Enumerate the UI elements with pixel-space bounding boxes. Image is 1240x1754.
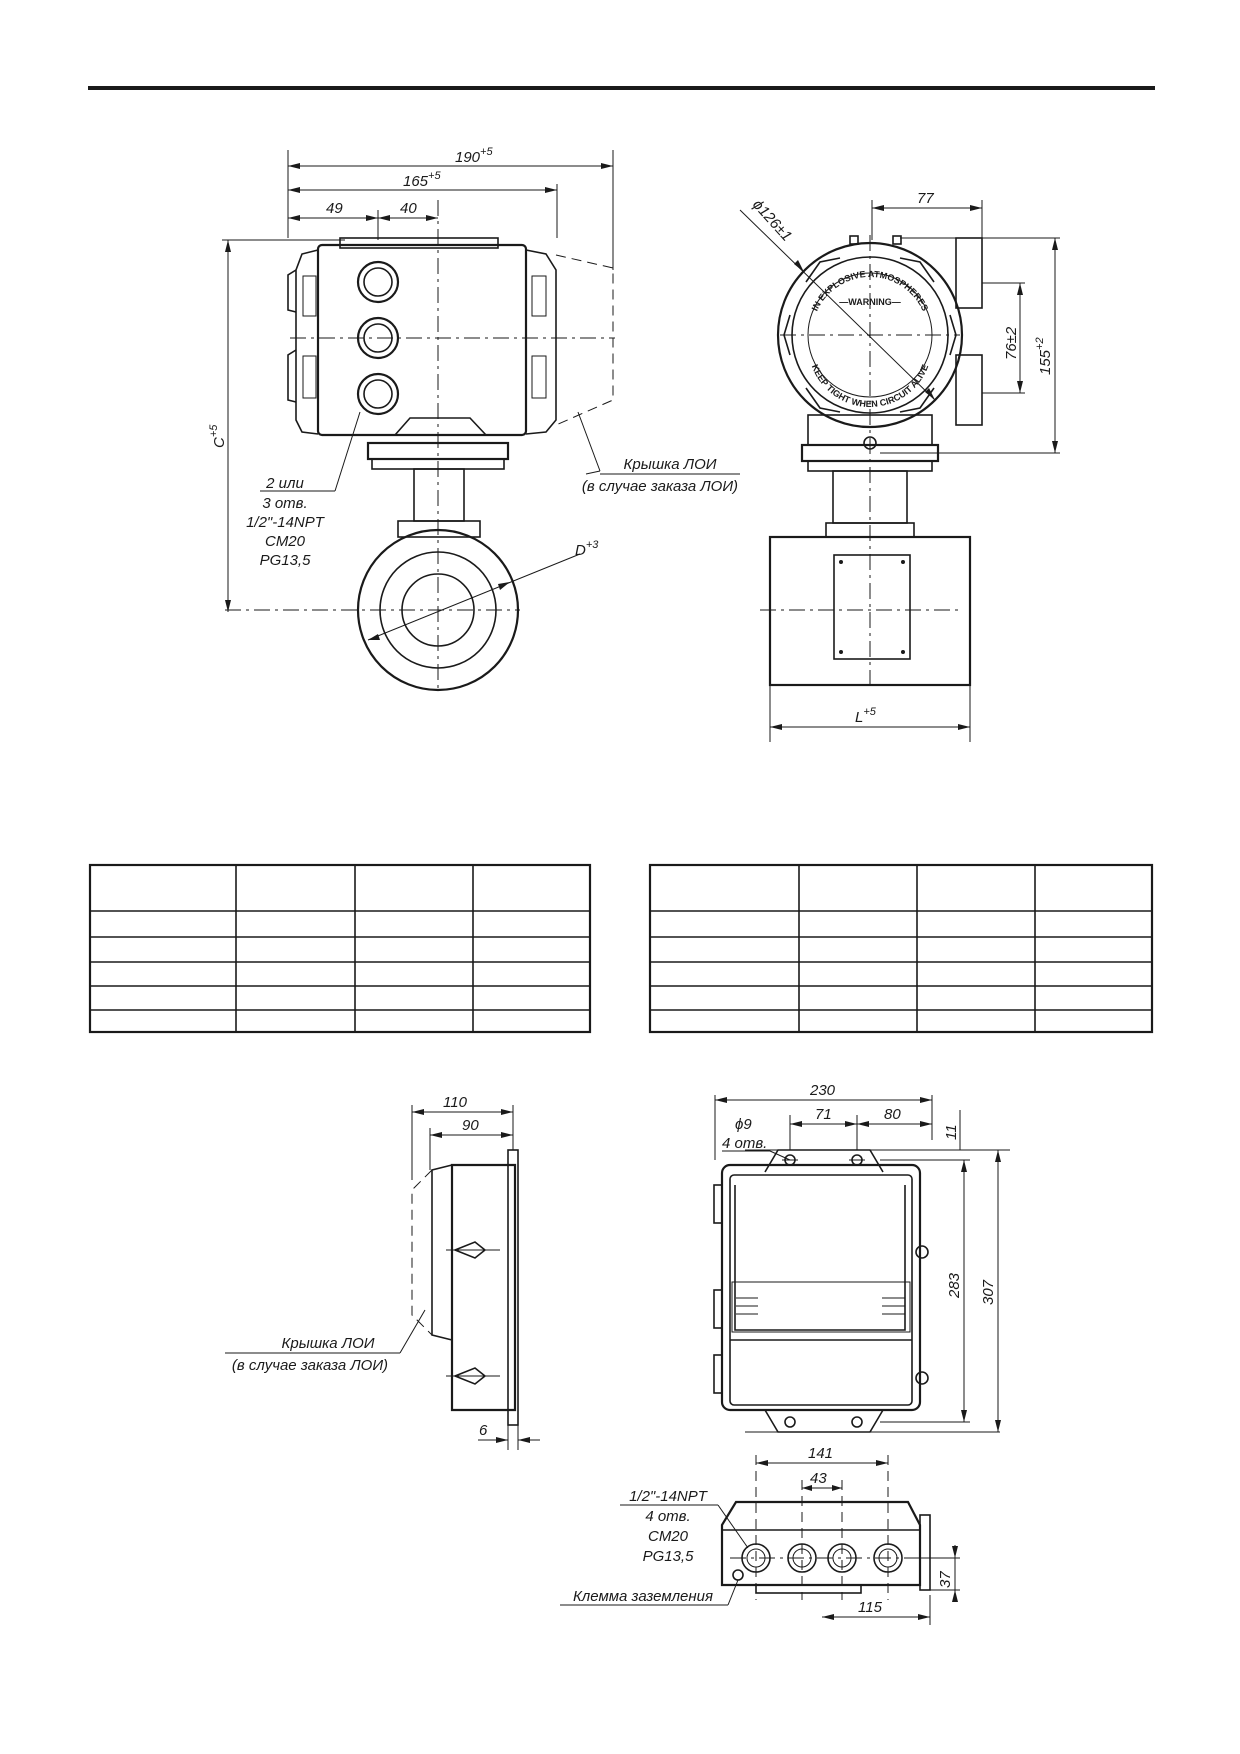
remote-bottom-view: 141 43 37 115 xyxy=(560,1445,960,1625)
remote-loi-callout-line-2: (в случае заказа ЛОИ) xyxy=(232,1357,388,1374)
dim-base: 115 xyxy=(858,1599,883,1616)
bottom-conduit-line-4: PG13,5 xyxy=(643,1548,695,1565)
conduit-callout-line-1: 2 или xyxy=(265,475,304,492)
conduit-callout-line-3: 1/2"-14NPT xyxy=(246,514,326,531)
dim-depth: 110 xyxy=(443,1094,468,1111)
dim-height: 37 xyxy=(937,1571,954,1588)
transmitter-side-view: 77 IN EXPLOSIVE ATMOSPHERES —WARNING— KE… xyxy=(739,190,1060,742)
dim-pipe-d: D+3 xyxy=(575,539,599,559)
dim-hole-spacing-b: 80 xyxy=(884,1106,901,1123)
dim-outer-spacing: 141 xyxy=(808,1445,833,1462)
dim-width: 230 xyxy=(809,1082,836,1099)
dim-inner-spacing: 43 xyxy=(810,1470,827,1487)
dim-flange: 6 xyxy=(479,1422,488,1439)
dim-left-offset: 49 xyxy=(326,200,343,217)
dim-hole-spacing-a: 71 xyxy=(815,1106,832,1123)
dim-length-l: L+5 xyxy=(855,706,877,726)
dim-hole-dia: ϕ9 xyxy=(735,1116,752,1133)
table-left xyxy=(88,863,592,1034)
dim-overall-width: 190+5 xyxy=(455,146,493,166)
bottom-conduit-line-1: 1/2"-14NPT xyxy=(629,1488,709,1505)
bottom-conduit-line-3: CM20 xyxy=(648,1528,689,1545)
remote-front-view: 230 71 80 ϕ9 4 отв. 11 xyxy=(713,1082,1010,1433)
dim-conduit-spacing: 76±2 xyxy=(1003,326,1020,360)
bottom-conduit-line-2: 4 отв. xyxy=(645,1508,690,1525)
dim-body-width: 165+5 xyxy=(403,170,441,190)
dim-body-depth: 90 xyxy=(462,1117,479,1134)
ground-terminal-label: Клемма заземления xyxy=(573,1588,713,1605)
transmitter-front-view: 190+5 165+5 49 40 xyxy=(208,146,740,692)
dim-total-height: 155+2 xyxy=(1034,337,1054,375)
loi-callout-line-2: (в случае заказа ЛОИ) xyxy=(582,478,738,495)
dim-mount-height: 283 xyxy=(946,1272,963,1299)
loi-callout-line-1: Крышка ЛОИ xyxy=(624,456,717,473)
conduit-callout-line-2: 3 отв. xyxy=(262,495,307,512)
remote-loi-callout-line-1: Крышка ЛОИ xyxy=(282,1335,375,1352)
dim-height-c: C+5 xyxy=(208,424,228,448)
dim-top-offset: 77 xyxy=(917,190,934,207)
table-right xyxy=(648,863,1154,1034)
dim-hole-count: 4 отв. xyxy=(722,1135,767,1152)
conduit-callout-line-4: CM20 xyxy=(265,533,306,550)
dim-cover-dia: ϕ126±1 xyxy=(749,196,795,244)
dim-top: 11 xyxy=(943,1124,960,1140)
conduit-callout-line-5: PG13,5 xyxy=(260,552,312,569)
remote-side-view: 110 90 6 Крышка ЛОИ (в случае заказа ЛОИ… xyxy=(225,1094,540,1450)
dim-hole-offset: 40 xyxy=(400,200,417,217)
dim-total-height: 307 xyxy=(980,1279,997,1305)
